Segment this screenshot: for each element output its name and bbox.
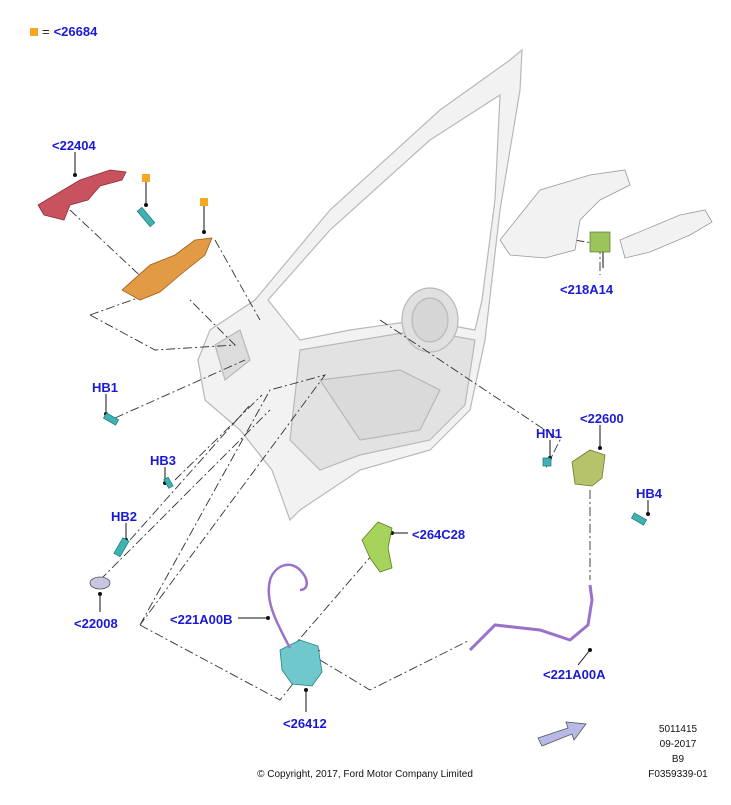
callout-hn1: HN1 [536,426,563,441]
reference-number: 5011415 [658,724,698,735]
figure-id: F0359339-01 [648,769,708,780]
copyright-notice: © Copyright, 2017, Ford Motor Company Li… [257,769,473,780]
callout-hb3: HB3 [150,453,177,468]
handle-bracket [121,237,213,301]
callout-hb1: HB1 [92,380,119,395]
door-panel [197,48,523,522]
revision-code: B9 [671,754,685,765]
exterior-handle [37,169,127,221]
door-latch [571,449,606,487]
callout-22404: <22404 [52,138,96,153]
exterior-handle-assembly [499,169,713,259]
direction-arrow [537,721,587,747]
callout-264C28: <264C28 [412,527,466,542]
callout-22008: <22008 [74,616,118,631]
legend: = <26684 [30,24,97,39]
callout-218A14: <218A14 [560,282,614,297]
callout-221A00A: <221A00A [543,667,606,682]
callout-26412: <26412 [283,716,327,731]
cable-221A00B [267,563,308,649]
callout-hb4: HB4 [636,486,663,501]
callout-221A00B: <221A00B [170,612,233,627]
callout-hb2: HB2 [111,509,138,524]
legend-marker [200,198,208,206]
handle-module [589,231,611,253]
latch-module [279,639,323,687]
legend-code: <26684 [53,24,98,39]
legend-square-icon [30,27,38,36]
callout-22600: <22600 [580,411,624,426]
cable-221A00A [468,584,594,652]
legend-marker [142,174,150,182]
screw [102,206,648,558]
callout-leaders [74,152,649,712]
lock-actuator [361,521,393,573]
clip [89,576,111,590]
legend-equals: = [42,24,50,39]
revision-date: 09-2017 [659,739,697,750]
